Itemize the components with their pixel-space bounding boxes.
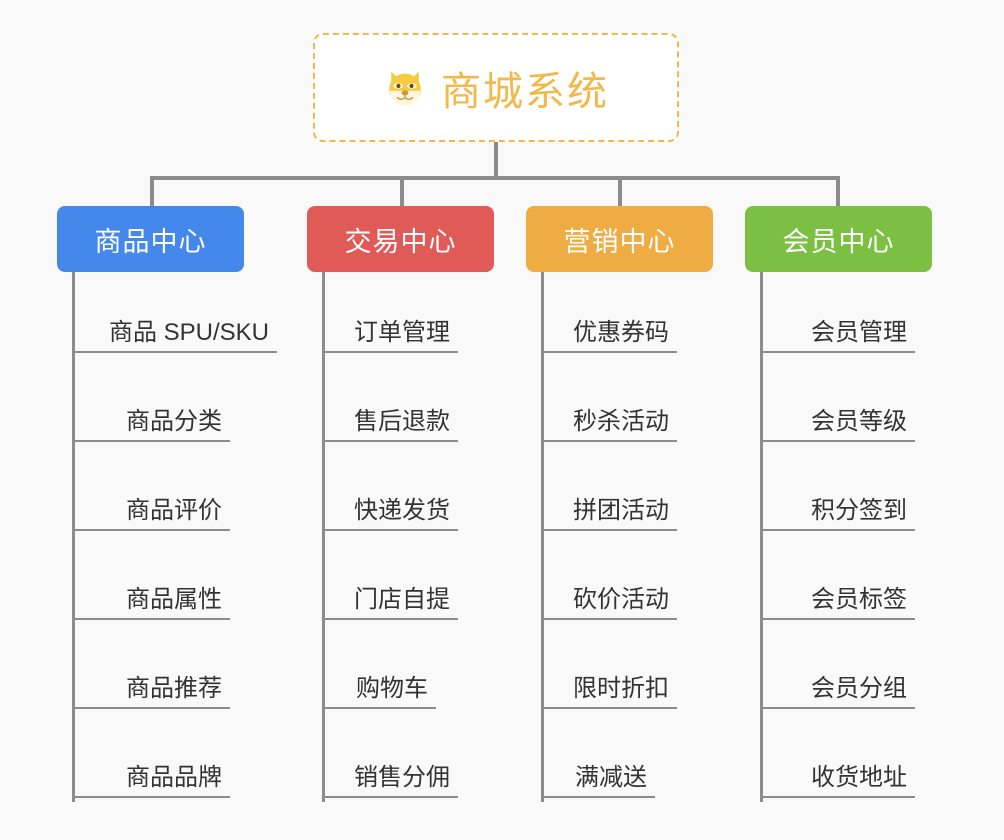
leaf-item-label: 快递发货 <box>354 497 450 524</box>
leaf-item-label: 会员标签 <box>811 586 907 613</box>
connector-drop-trade-center <box>400 176 404 208</box>
leaf-trunk-line <box>760 272 763 802</box>
leaf-item-label: 收货地址 <box>811 764 907 791</box>
leaf-item-label: 限时折扣 <box>573 675 669 702</box>
leaf-item-label: 购物车 <box>356 675 428 702</box>
leaf-item[interactable]: 购物车 <box>322 620 436 709</box>
leaf-item[interactable]: 商品属性 <box>72 531 230 620</box>
leaf-item-label: 满减送 <box>575 764 647 791</box>
leaf-item[interactable]: 订单管理 <box>322 264 458 353</box>
leaf-item[interactable]: 积分签到 <box>760 442 915 531</box>
leaf-item-label: 商品评价 <box>126 497 222 524</box>
leaf-item-label: 门店自提 <box>354 586 450 613</box>
leaf-item-label: 销售分佣 <box>354 764 450 791</box>
leaf-item[interactable]: 会员标签 <box>760 531 915 620</box>
leaf-item-label: 会员管理 <box>811 319 907 346</box>
leaf-item[interactable]: 商品评价 <box>72 442 230 531</box>
category-header-trade-center[interactable]: 交易中心 <box>307 206 494 272</box>
leaf-item[interactable]: 秒杀活动 <box>541 353 677 442</box>
category-header-marketing-center[interactable]: 营销中心 <box>526 206 713 272</box>
leaf-item-label: 优惠券码 <box>573 319 669 346</box>
leaf-item[interactable]: 砍价活动 <box>541 531 677 620</box>
connector-drop-product-center <box>150 176 154 208</box>
leaf-item[interactable]: 优惠券码 <box>541 264 677 353</box>
leaf-item-label: 商品推荐 <box>126 675 222 702</box>
leaf-item[interactable]: 会员管理 <box>760 264 915 353</box>
category-header-label: 商品中心 <box>94 226 207 257</box>
category-header-label: 会员中心 <box>782 226 895 257</box>
connector-drop-member-center <box>836 176 840 208</box>
root-node-商城系统[interactable]: 商城系统 <box>313 33 679 142</box>
leaf-item[interactable]: 满减送 <box>541 709 655 798</box>
leaf-item-label: 秒杀活动 <box>573 408 669 435</box>
leaf-item[interactable]: 门店自提 <box>322 531 458 620</box>
leaf-item[interactable]: 收货地址 <box>760 709 915 798</box>
leaf-trunk-line <box>322 272 325 802</box>
leaf-item[interactable]: 会员分组 <box>760 620 915 709</box>
leaf-item[interactable]: 会员等级 <box>760 353 915 442</box>
leaf-item[interactable]: 商品推荐 <box>72 620 230 709</box>
leaf-item[interactable]: 限时折扣 <box>541 620 677 709</box>
dog-face-icon <box>383 66 427 110</box>
category-header-product-center[interactable]: 商品中心 <box>57 206 244 272</box>
leaf-trunk-line <box>541 272 544 802</box>
connector-root-stem <box>494 142 498 178</box>
leaf-item-label: 拼团活动 <box>573 497 669 524</box>
root-node-title: 商城系统 <box>441 69 609 114</box>
connector-drop-marketing-center <box>618 176 622 208</box>
leaf-item-label: 商品品牌 <box>126 764 222 791</box>
leaf-trunk-line <box>72 272 75 802</box>
leaf-item-label: 商品 SPU/SKU <box>108 319 269 346</box>
leaf-item[interactable]: 拼团活动 <box>541 442 677 531</box>
connector-horizontal-bus <box>150 176 840 180</box>
leaf-item[interactable]: 商品分类 <box>72 353 230 442</box>
leaf-item[interactable]: 快递发货 <box>322 442 458 531</box>
category-header-label: 营销中心 <box>563 226 676 257</box>
leaf-item[interactable]: 售后退款 <box>322 353 458 442</box>
category-header-member-center[interactable]: 会员中心 <box>745 206 932 272</box>
leaf-item[interactable]: 商品 SPU/SKU <box>72 264 277 353</box>
leaf-item-label: 积分签到 <box>811 497 907 524</box>
category-header-label: 交易中心 <box>344 226 457 257</box>
leaf-item-label: 砍价活动 <box>573 586 669 613</box>
leaf-item[interactable]: 销售分佣 <box>322 709 458 798</box>
leaf-item-label: 商品分类 <box>126 408 222 435</box>
leaf-item-label: 会员等级 <box>811 408 907 435</box>
leaf-item-label: 商品属性 <box>126 586 222 613</box>
leaf-item-label: 会员分组 <box>811 675 907 702</box>
leaf-item-label: 订单管理 <box>354 319 450 346</box>
leaf-item-label: 售后退款 <box>354 408 450 435</box>
leaf-item[interactable]: 商品品牌 <box>72 709 230 798</box>
